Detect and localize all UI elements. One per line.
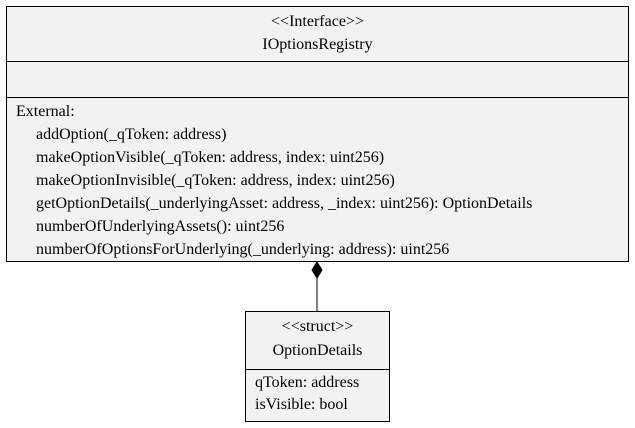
attributes-divider bbox=[7, 97, 628, 98]
struct-attributes-section: qToken: address isVisible: bool bbox=[246, 370, 389, 422]
operation-number-of-options-for-underlying: numberOfOptionsForUnderlying(_underlying… bbox=[36, 241, 450, 258]
interface-class-ioptionsregistry: <<Interface>> IOptionsRegistry External:… bbox=[6, 6, 629, 262]
attribute-qtoken: qToken: address bbox=[255, 374, 360, 391]
struct-stereotype-label: <<struct>> bbox=[281, 318, 354, 335]
class-header: <<Interface>> IOptionsRegistry bbox=[7, 7, 628, 62]
operation-number-of-underlying-assets: numberOfUnderlyingAssets(): uint256 bbox=[36, 218, 285, 235]
struct-name: OptionDetails bbox=[272, 342, 363, 359]
stereotype-label: <<Interface>> bbox=[271, 13, 364, 30]
operation-get-option-details: getOptionDetails(_underlyingAsset: addre… bbox=[36, 195, 533, 212]
attribute-isvisible: isVisible: bool bbox=[255, 396, 348, 413]
struct-class-optiondetails: <<struct>> OptionDetails qToken: address… bbox=[245, 311, 390, 422]
operations-section: External: addOption(_qToken: address) ma… bbox=[7, 98, 628, 262]
class-name: IOptionsRegistry bbox=[262, 36, 373, 53]
header-divider bbox=[7, 61, 628, 62]
composition-diamond-icon bbox=[311, 261, 323, 279]
operation-make-option-visible: makeOptionVisible(_qToken: address, inde… bbox=[36, 149, 385, 166]
operation-add-option: addOption(_qToken: address) bbox=[36, 126, 227, 143]
struct-header: <<struct>> OptionDetails bbox=[246, 312, 389, 369]
visibility-heading: External: bbox=[16, 103, 75, 120]
struct-divider bbox=[246, 369, 389, 370]
operation-make-option-invisible: makeOptionInvisible(_qToken: address, in… bbox=[36, 172, 395, 189]
